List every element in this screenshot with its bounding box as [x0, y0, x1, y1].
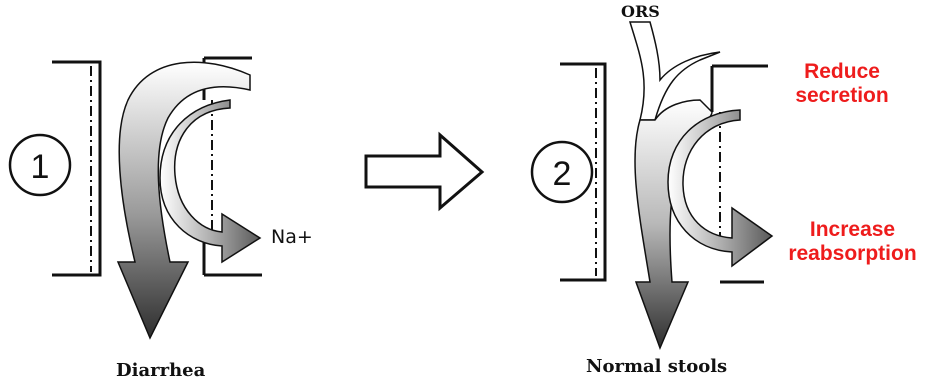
panel-2-number-badge: 2 — [532, 142, 592, 202]
effect-increase-line-1: Increase — [770, 218, 935, 242]
panel-1: 1 — [10, 58, 262, 338]
na-arrow-1 — [160, 100, 260, 262]
effect-reduce-line-1: Reduce — [777, 60, 907, 84]
panel-2-caption: Normal stools — [586, 356, 727, 377]
panel-2-number: 2 — [553, 155, 572, 193]
panel-1-number-badge: 1 — [10, 135, 70, 195]
effect-increase-line-2: reabsorption — [770, 242, 935, 266]
effect-reduce-line-2: secretion — [777, 84, 907, 108]
panel-2: 2 — [532, 22, 772, 348]
panel-1-number: 1 — [31, 148, 50, 186]
hollow-right-arrow-icon — [366, 135, 482, 208]
effect-increase-reabsorption: Increase reabsorption — [770, 218, 935, 266]
effect-reduce-secretion: Reduce secretion — [777, 60, 907, 108]
panel-1-caption: Diarrhea — [116, 360, 205, 381]
na-ion-label: Na+ — [271, 226, 313, 248]
ors-label: ORS — [621, 2, 660, 21]
